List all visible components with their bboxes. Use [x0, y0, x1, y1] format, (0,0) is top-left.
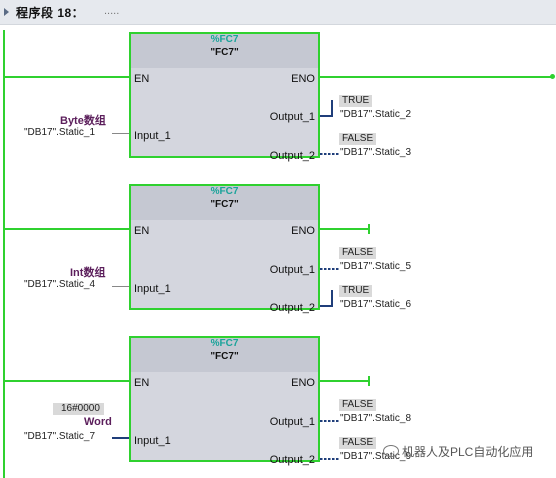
eno-1-wire — [320, 76, 554, 78]
input-type-label: Word — [84, 416, 112, 428]
output-2-pin: Output_2 — [269, 150, 315, 162]
eno-pin: ENO — [291, 73, 315, 85]
input-tag[interactable]: "DB17".Static_4 — [24, 279, 96, 290]
block-name: "FC7" — [210, 47, 239, 58]
output-2-tag[interactable]: "DB17".Static_3 — [340, 147, 412, 158]
input-value: 16#0000 — [53, 403, 104, 415]
wechat-icon — [383, 445, 399, 457]
block-id: %FC7 — [210, 338, 239, 349]
eno-2-end — [368, 224, 370, 234]
output-2-wire — [320, 458, 339, 460]
collapse-arrow-icon[interactable] — [0, 3, 14, 21]
network-header: 程序段 18： ..... — [0, 0, 556, 25]
en-pin: EN — [134, 73, 150, 85]
input-type-label: Int数组 — [70, 267, 106, 279]
input-1-wire — [112, 437, 129, 439]
fc7-block-1[interactable]: %FC7 "FC7" EN ENO Output_1 Input_1 Outpu… — [129, 32, 320, 162]
output-1-tag[interactable]: "DB17".Static_2 — [340, 109, 412, 120]
output-2-value: FALSE — [339, 133, 377, 145]
block-header: %FC7 "FC7" — [131, 338, 318, 372]
output-1-value: FALSE — [339, 247, 377, 259]
output-1-tag[interactable]: "DB17".Static_5 — [340, 261, 412, 272]
input-tag[interactable]: "DB17".Static_1 — [24, 127, 96, 138]
fc7-block-3[interactable]: %FC7 "FC7" EN ENO Output_1 Input_1 Outpu… — [129, 336, 320, 466]
block-name: "FC7" — [210, 199, 239, 210]
block-header: %FC7 "FC7" — [131, 186, 318, 220]
en-pin: EN — [134, 225, 150, 237]
rung-1-wire — [3, 76, 129, 78]
block-id: %FC7 — [210, 34, 239, 45]
output-2-wire — [320, 153, 339, 155]
eno-pin: ENO — [291, 225, 315, 237]
output-1-wire — [320, 268, 339, 270]
fc7-block-2[interactable]: %FC7 "FC7" EN ENO Output_1 Input_1 Outpu… — [129, 184, 320, 314]
input-1-wire — [112, 286, 129, 287]
eno-3-end — [368, 376, 370, 386]
eno-3-wire — [320, 380, 369, 382]
block-id: %FC7 — [210, 186, 239, 197]
output-1-wire — [320, 115, 332, 117]
eno-1-end — [550, 74, 555, 79]
output-1-value: TRUE — [339, 95, 373, 107]
output-1-tag[interactable]: "DB17".Static_8 — [340, 413, 412, 424]
output-2-pin: Output_2 — [269, 454, 315, 466]
input-1-pin: Input_1 — [134, 283, 171, 295]
output-2-wire-up — [331, 290, 333, 307]
eno-2-wire — [320, 228, 369, 230]
output-2-value: FALSE — [339, 437, 377, 449]
output-1-value: FALSE — [339, 399, 377, 411]
en-pin: EN — [134, 377, 150, 389]
output-1-wire-up — [331, 100, 333, 117]
output-2-value: TRUE — [339, 285, 373, 297]
input-tag[interactable]: "DB17".Static_7 — [24, 431, 96, 442]
output-2-tag[interactable]: "DB17".Static_6 — [340, 299, 412, 310]
rung-2-wire — [3, 228, 129, 230]
rung-3-wire — [3, 380, 129, 382]
output-1-pin: Output_1 — [269, 264, 315, 276]
network-comment[interactable]: ..... — [104, 5, 120, 17]
output-2-pin: Output_2 — [269, 302, 315, 314]
input-1-wire — [112, 133, 129, 134]
block-header: %FC7 "FC7" — [131, 34, 318, 68]
watermark-text: 机器人及PLC自动化应用 — [402, 445, 534, 459]
eno-pin: ENO — [291, 377, 315, 389]
output-1-pin: Output_1 — [269, 111, 315, 123]
input-1-pin: Input_1 — [134, 130, 171, 142]
output-2-wire — [320, 305, 332, 307]
input-1-pin: Input_1 — [134, 435, 171, 447]
output-1-wire — [320, 420, 339, 422]
input-type-label: Byte数组 — [60, 115, 106, 127]
power-rail — [3, 30, 5, 478]
network-title: 程序段 18： — [16, 6, 85, 20]
output-2-tag[interactable]: "DB17".Static_9 — [340, 451, 412, 462]
output-1-pin: Output_1 — [269, 416, 315, 428]
block-name: "FC7" — [210, 351, 239, 362]
